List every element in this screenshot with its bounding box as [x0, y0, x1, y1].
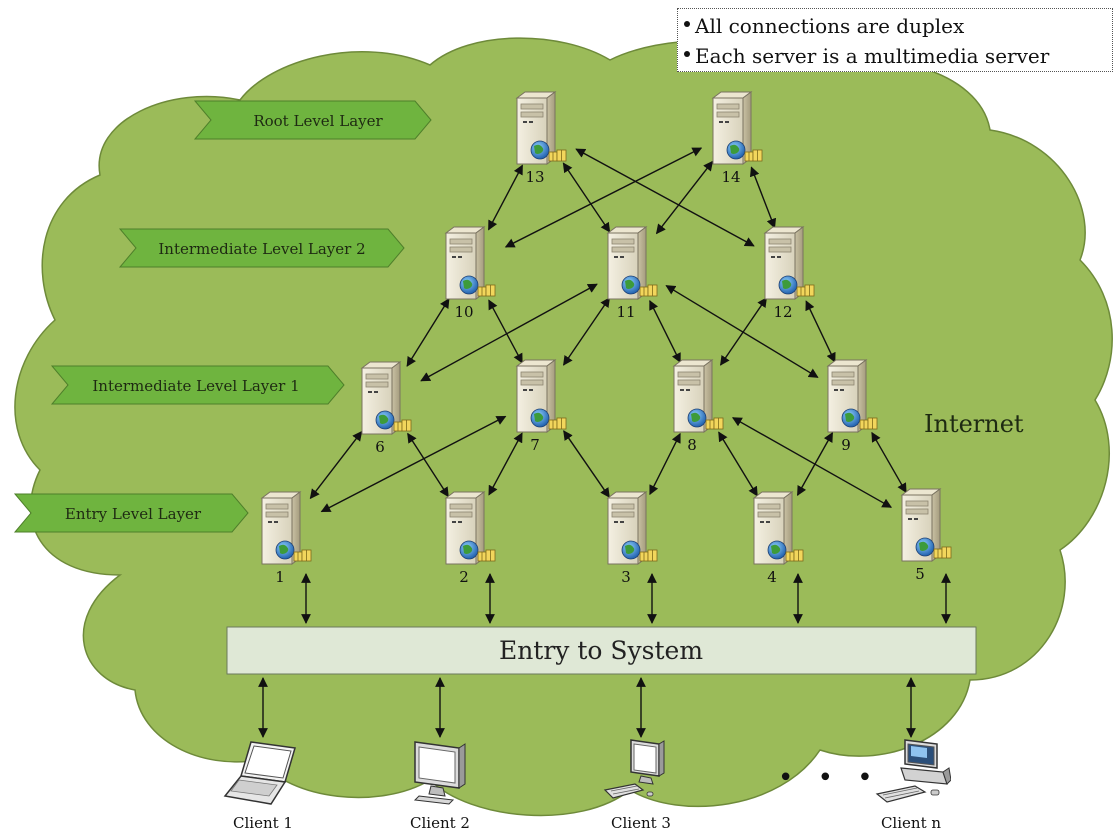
client-label: Client 2	[410, 814, 470, 832]
connection-7-2	[488, 432, 523, 496]
server-8: 8	[673, 359, 724, 454]
note-text: Each server is a multimedia server	[695, 44, 1050, 68]
entry-to-system-label: Entry to System	[499, 636, 703, 665]
client-1: Client 1	[224, 677, 296, 832]
layer-tag-root-label: Root Level Layer	[253, 112, 383, 130]
server-7: 7	[516, 359, 567, 454]
client-label: Client n	[881, 814, 941, 832]
server-10: 10	[445, 226, 496, 321]
connection-9-4	[796, 432, 834, 496]
internet-label: Internet	[924, 410, 1024, 438]
client-2: Client 2	[410, 677, 470, 832]
clients-layer: Client 1 Client 2 Client 3 Client n	[224, 677, 951, 832]
server-label: 6	[375, 438, 385, 456]
server-5: 5	[901, 488, 952, 583]
connection-8-3	[649, 432, 681, 496]
server-label: 3	[621, 568, 631, 586]
layer-tag-intermediate-1-label: Intermediate Level Layer 1	[92, 377, 299, 395]
server-label: 12	[773, 303, 792, 321]
connection-14-12	[749, 166, 777, 229]
clients-ellipsis: • • •	[778, 763, 881, 793]
layer-tag-root: Root Level Layer	[193, 100, 432, 140]
server-label: 9	[841, 436, 851, 454]
connection-12-8	[720, 297, 767, 366]
client-label: Client 3	[611, 814, 671, 832]
server-4: 4	[753, 491, 804, 586]
client-4: Client n	[876, 677, 951, 832]
layer-tag-intermediate-2: Intermediate Level Layer 2	[118, 228, 405, 268]
server-14: 14	[712, 91, 763, 186]
layer-tags: Root Level Layer Intermediate Level Laye…	[13, 100, 432, 533]
server-label: 1	[275, 568, 285, 586]
connections-layer	[309, 147, 907, 513]
note-text: All connections are duplex	[695, 14, 965, 38]
connection-7-1	[320, 415, 507, 513]
client-label: Client 1	[233, 814, 293, 832]
server-9: 9	[827, 359, 878, 454]
server-6: 6	[361, 361, 412, 456]
server-label: 8	[687, 436, 697, 454]
server-label: 14	[721, 168, 740, 186]
connection-7-3	[563, 430, 610, 498]
server-1: 1	[261, 491, 312, 586]
server-13: 13	[516, 91, 567, 186]
server-11: 11	[607, 226, 658, 321]
note-item: Each server is a multimedia server	[684, 41, 1112, 71]
server-3: 3	[607, 491, 658, 586]
connection-9-5	[871, 431, 907, 494]
entry-bar-connections	[301, 573, 951, 624]
server-label: 10	[454, 303, 473, 321]
server-label: 13	[525, 168, 544, 186]
server-label: 7	[530, 436, 540, 454]
layer-tag-intermediate-1: Intermediate Level Layer 1	[50, 365, 345, 405]
layer-tag-intermediate-2-label: Intermediate Level Layer 2	[158, 240, 365, 258]
server-label: 5	[915, 565, 925, 583]
bullet-icon	[684, 20, 690, 27]
notes-box: All connections are duplex Each server i…	[677, 8, 1113, 72]
entry-to-system-bar: Entry to System	[226, 626, 977, 675]
server-2: 2	[445, 491, 496, 586]
layer-tag-entry: Entry Level Layer	[13, 493, 249, 533]
bullet-icon	[684, 50, 690, 57]
connection-14-11	[655, 160, 714, 235]
client-3: Client 3	[604, 677, 671, 832]
connection-11-7	[563, 297, 610, 366]
server-label: 11	[616, 303, 635, 321]
layer-tag-entry-label: Entry Level Layer	[65, 505, 202, 523]
server-label: 4	[767, 568, 777, 586]
connection-12-9	[805, 300, 836, 363]
note-item: All connections are duplex	[684, 11, 1112, 41]
server-label: 2	[459, 568, 469, 586]
server-12: 12	[764, 226, 815, 321]
